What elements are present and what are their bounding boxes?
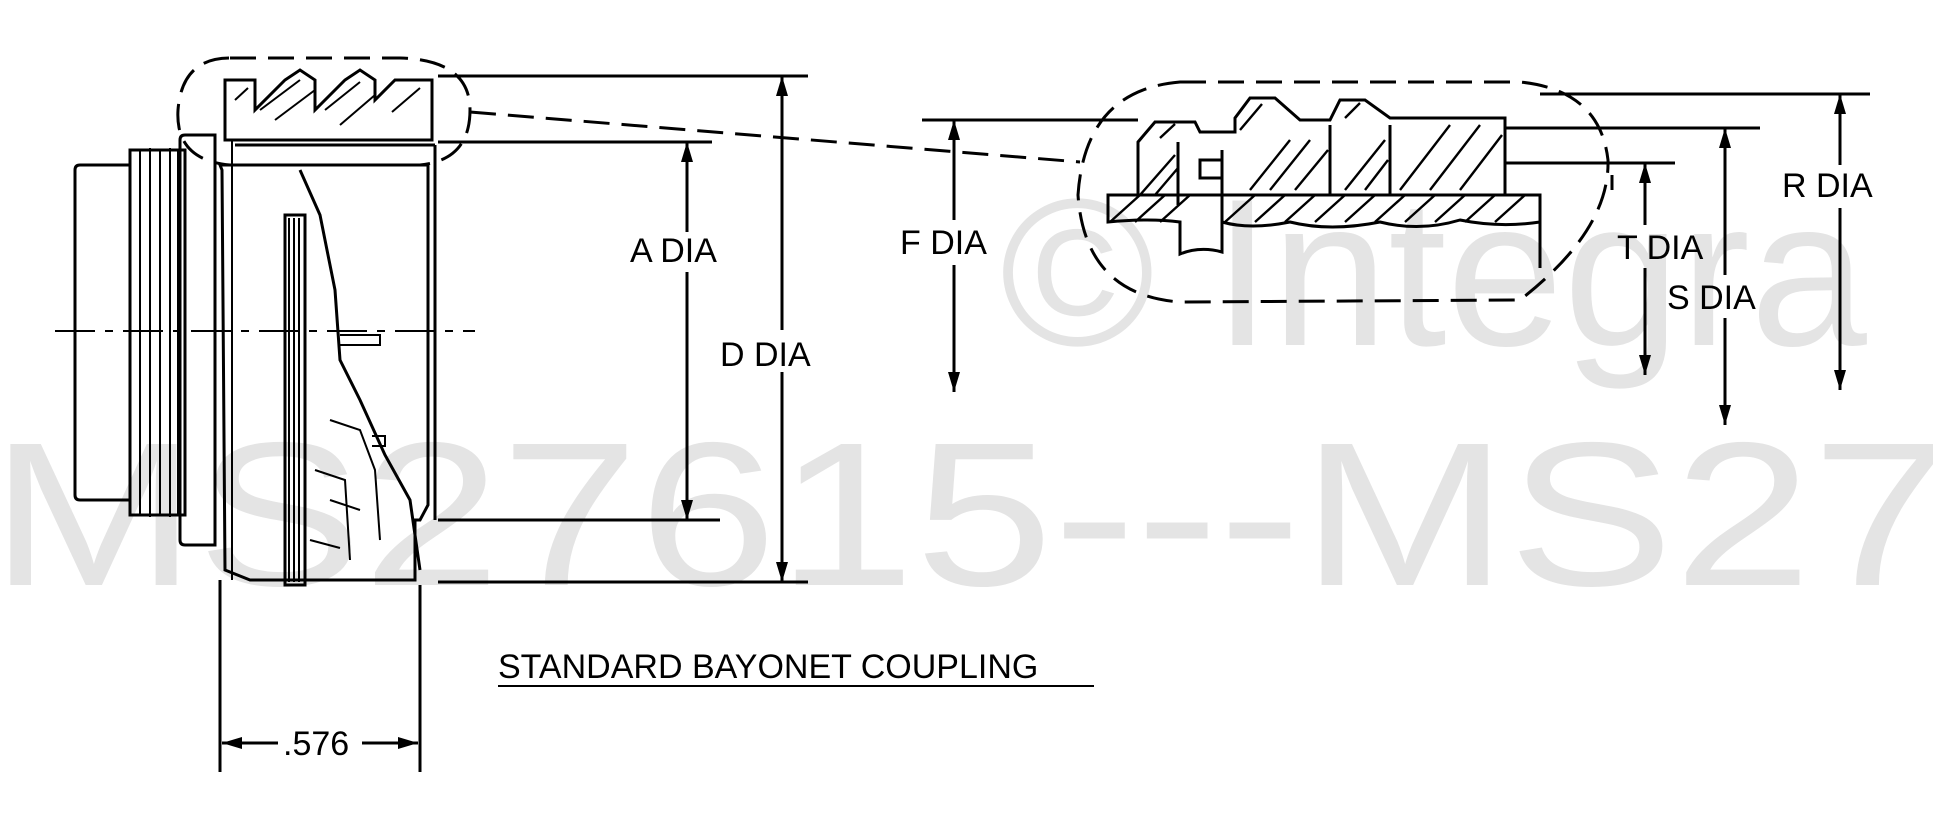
watermark-part-number: MS27615---MS27 [0,400,1933,629]
watermark-copyright: © Integra [1000,155,1867,390]
detail-upper [1136,96,1507,197]
label-a-dia: A DIA [630,232,717,270]
coupling-nut [217,163,430,582]
nut-top-section [223,68,434,142]
label-s-dia: S DIA [1667,279,1756,317]
dim-a [438,140,720,522]
dim-s [1505,126,1760,425]
dim-t [1505,161,1675,375]
label-f-dia: F DIA [900,224,987,262]
dim-length [218,580,422,772]
detail-hatching [1109,102,1526,223]
knurled-band [283,213,307,587]
label-d-dia: D DIA [720,336,811,374]
detail-view [1076,80,1614,304]
bayonet-pin [340,334,381,346]
flange [178,133,217,547]
detail-base [1106,193,1542,257]
dim-r [1540,92,1870,390]
cutaway-edge [298,169,422,571]
dim-d [438,74,808,584]
cutaway-detail [309,419,381,561]
label-length: .576 [283,725,349,763]
bayonet-slot [372,435,386,447]
label-t-dia: T DIA [1617,229,1704,267]
rear-shell [73,163,132,502]
thread-body [128,148,187,517]
dim-f [922,118,1138,392]
detail-outline [1076,80,1610,304]
thread-lines [139,148,179,517]
detail-callout-circle [176,56,472,167]
label-r-dia: R DIA [1782,167,1873,205]
drawing-title: STANDARD BAYONET COUPLING [498,648,1038,686]
detail-leader-line [469,110,1081,164]
